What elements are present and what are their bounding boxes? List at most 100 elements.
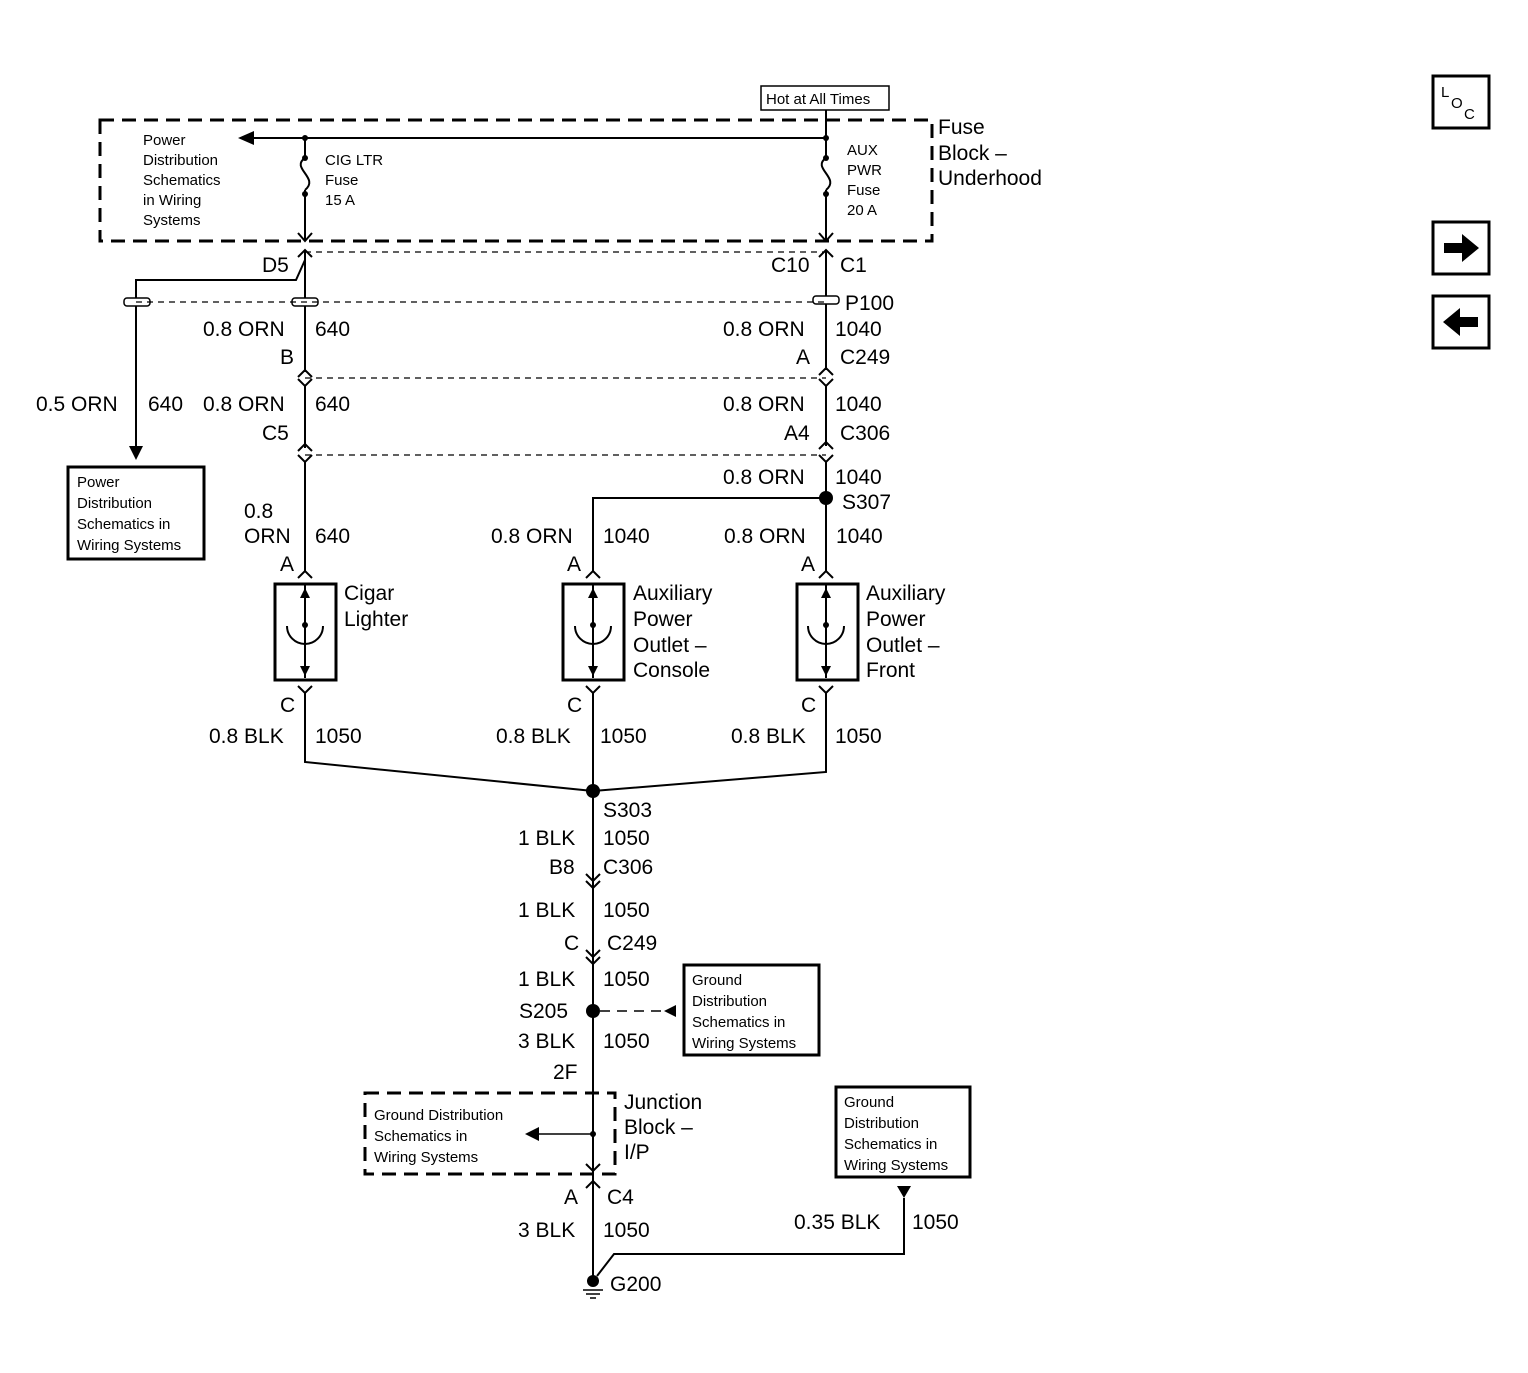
svg-text:0.8 ORN: 0.8 ORN — [724, 525, 806, 548]
svg-text:1040: 1040 — [835, 393, 882, 416]
aux-front-label: Auxiliary Power Outlet – Front — [866, 582, 951, 682]
svg-text:1 BLK: 1 BLK — [518, 968, 575, 991]
svg-text:1040: 1040 — [836, 525, 883, 548]
gd-right-box — [834, 1085, 972, 1179]
junction-block-label: Junction Block – I/P — [624, 1091, 708, 1164]
svg-text:1050: 1050 — [600, 725, 647, 748]
svg-text:3 BLK: 3 BLK — [518, 1030, 575, 1053]
cig-fuse-wire — [299, 138, 311, 240]
svg-text:3 BLK: 3 BLK — [518, 1219, 575, 1242]
svg-text:0.8 BLK: 0.8 BLK — [731, 725, 806, 748]
previous-page-button[interactable] — [1431, 294, 1491, 350]
svg-text:1050: 1050 — [315, 725, 362, 748]
svg-text:C: C — [280, 694, 295, 717]
gd-mid-box — [682, 963, 821, 1057]
svg-text:A4: A4 — [784, 422, 810, 445]
svg-text:0.35 BLK: 0.35 BLK — [794, 1211, 880, 1234]
pin-p100: P100 — [845, 292, 894, 315]
svg-text:ORN: ORN — [244, 525, 291, 548]
svg-text:C: C — [564, 932, 579, 955]
svg-text:1050: 1050 — [835, 725, 882, 748]
svg-text:A: A — [796, 346, 810, 369]
fuse-block-label: Fuse Block – Underhood — [938, 116, 1042, 190]
svg-text:1 BLK: 1 BLK — [518, 827, 575, 850]
pin-d5: D5 — [262, 254, 289, 277]
svg-text:0.8 ORN: 0.8 ORN — [723, 393, 805, 416]
svg-text:1 BLK: 1 BLK — [518, 899, 575, 922]
aux-console-label: Auxiliary Power Outlet – Console — [633, 582, 718, 682]
svg-text:C306: C306 — [840, 422, 890, 445]
ground-g200 — [587, 1275, 599, 1287]
svg-text:C249: C249 — [607, 932, 657, 955]
svg-text:G200: G200 — [610, 1273, 661, 1296]
top-bus-arrow — [238, 131, 254, 145]
gd-jb-label: Ground Distribution Schematics in Wiring… — [374, 1107, 507, 1166]
next-page-button[interactable] — [1431, 220, 1491, 276]
svg-text:0.8 ORN: 0.8 ORN — [203, 318, 285, 341]
svg-text:0.8: 0.8 — [244, 500, 273, 523]
svg-text:S205: S205 — [519, 1000, 568, 1023]
arrow-left-icon — [1443, 308, 1478, 336]
svg-text:A: A — [801, 553, 815, 576]
svg-text:1050: 1050 — [603, 968, 650, 991]
pin-c1: C1 — [840, 254, 867, 277]
cigar-lighter-label: Cigar Lighter — [344, 582, 408, 631]
aux-console-device — [561, 582, 626, 682]
svg-text:C: C — [1464, 106, 1475, 123]
svg-text:L: L — [1441, 84, 1449, 101]
svg-text:S307: S307 — [842, 491, 891, 514]
svg-text:A: A — [564, 1186, 578, 1209]
svg-text:B8: B8 — [549, 856, 575, 879]
svg-text:0.8 ORN: 0.8 ORN — [723, 466, 805, 489]
splice-s307 — [819, 491, 833, 505]
aux-front-device — [795, 582, 860, 682]
svg-text:0.8 BLK: 0.8 BLK — [209, 725, 284, 748]
pd-left-box — [66, 465, 206, 561]
svg-text:0.8 ORN: 0.8 ORN — [203, 393, 285, 416]
svg-text:1050: 1050 — [912, 1211, 959, 1234]
svg-text:640: 640 — [315, 393, 350, 416]
svg-text:1050: 1050 — [603, 1219, 650, 1242]
aux-fuse-label: AUX PWR Fuse 20 A — [847, 142, 886, 219]
svg-text:640: 640 — [148, 393, 183, 416]
svg-text:C306: C306 — [603, 856, 653, 879]
svg-text:S303: S303 — [603, 799, 652, 822]
svg-text:C249: C249 — [840, 346, 890, 369]
pd-top-label: Power Distribution Schematics in Wiring … — [143, 132, 225, 229]
svg-text:1050: 1050 — [603, 899, 650, 922]
svg-text:0.8 ORN: 0.8 ORN — [491, 525, 573, 548]
svg-text:0.8 ORN: 0.8 ORN — [723, 318, 805, 341]
aux-fuse-wire — [820, 138, 832, 240]
gd-mid-label: Ground Distribution Schematics in Wiring… — [692, 972, 796, 1052]
svg-text:C5: C5 — [262, 422, 289, 445]
cig-fuse-label: CIG LTR Fuse 15 A — [325, 152, 387, 209]
gd-right-label: Ground Distribution Schematics in Wiring… — [844, 1094, 948, 1174]
cigar-lighter-device — [273, 582, 338, 682]
loc-button[interactable]: L O C — [1431, 74, 1491, 130]
arrow-right-icon — [1444, 234, 1479, 262]
svg-text:1040: 1040 — [835, 318, 882, 341]
svg-text:C4: C4 — [607, 1186, 634, 1209]
svg-text:C: C — [567, 694, 582, 717]
junction-block-outline — [363, 1091, 617, 1176]
splice-s205 — [586, 1004, 600, 1018]
svg-text:2F: 2F — [553, 1061, 578, 1084]
svg-text:1040: 1040 — [603, 525, 650, 548]
svg-text:640: 640 — [315, 525, 350, 548]
pd-left-label: Power Distribution Schematics in Wiring … — [77, 474, 181, 554]
svg-text:1050: 1050 — [603, 1030, 650, 1053]
pin-c10: C10 — [771, 254, 810, 277]
svg-text:1050: 1050 — [603, 827, 650, 850]
svg-text:C: C — [801, 694, 816, 717]
svg-text:O: O — [1451, 95, 1463, 112]
svg-text:A: A — [567, 553, 581, 576]
hot-label: Hot at All Times — [766, 91, 870, 108]
svg-text:640: 640 — [315, 318, 350, 341]
svg-text:0.8 BLK: 0.8 BLK — [496, 725, 571, 748]
fuse-block-outline — [98, 118, 934, 243]
svg-text:B: B — [280, 346, 294, 369]
svg-text:0.5 ORN: 0.5 ORN — [36, 393, 118, 416]
svg-text:A: A — [280, 553, 294, 576]
svg-text:1040: 1040 — [835, 466, 882, 489]
